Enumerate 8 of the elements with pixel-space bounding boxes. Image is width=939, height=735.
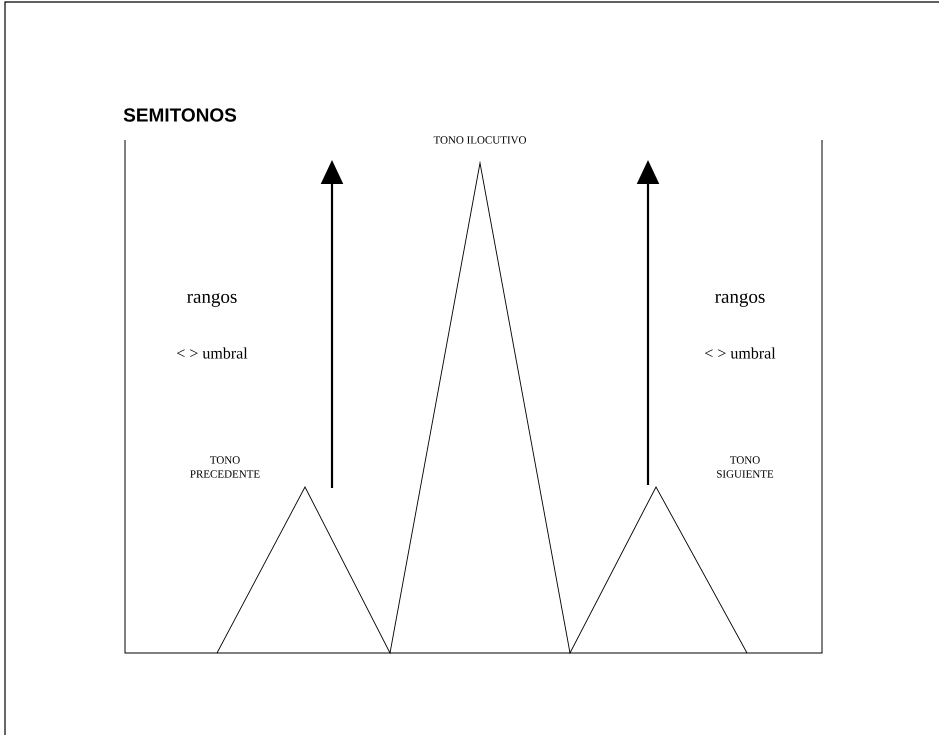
peak-label: TONO ILOCUTIVO (434, 136, 526, 144)
range-label: rangos (187, 293, 237, 307)
range-label: rangos (715, 293, 765, 307)
threshold-label: < > umbral (705, 347, 776, 359)
axis-label: SEMITONOS (124, 108, 236, 122)
threshold-label: < > umbral (177, 347, 248, 359)
peak-label: TONO PRECEDENTE (190, 456, 260, 478)
peak-label: TONO SIGUIENTE (717, 456, 774, 478)
